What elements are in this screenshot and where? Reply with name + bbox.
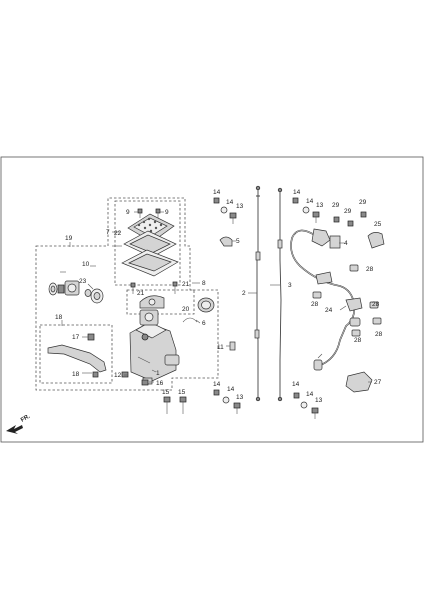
group-box-21 bbox=[126, 289, 195, 315]
callout-18b: 18 bbox=[72, 371, 80, 378]
callout-6: 6 bbox=[202, 320, 206, 327]
callout-29-right: 29 bbox=[359, 199, 367, 206]
callout-17: 17 bbox=[72, 334, 80, 341]
callout-22: 22 bbox=[114, 230, 122, 237]
callout-4: 4 bbox=[344, 240, 348, 247]
bolt-stack-lower-left bbox=[213, 389, 241, 414]
callout-labels: 19 10 23 18 17 18 7 22 9 9 21 21 8 20 6 … bbox=[55, 189, 383, 404]
piston-kit bbox=[48, 271, 104, 304]
callout-14-lr: 14 bbox=[292, 381, 300, 388]
callout-28-a: 28 bbox=[366, 266, 374, 273]
fr-label: FR. bbox=[20, 414, 32, 424]
callout-25: 25 bbox=[374, 221, 382, 228]
callout-14-ul: 14 bbox=[213, 189, 221, 196]
callout-12: 12 bbox=[114, 372, 122, 379]
leader-lines bbox=[61, 211, 372, 383]
fr-arrow-icon: FR. bbox=[6, 414, 32, 434]
clips-28 bbox=[312, 264, 382, 337]
callout-23: 23 bbox=[79, 278, 87, 285]
bracket-27 bbox=[345, 371, 373, 393]
callout-20: 20 bbox=[182, 306, 190, 313]
bolt-stack-upper-left bbox=[213, 197, 237, 224]
reservoir-cap-assembly bbox=[121, 208, 179, 277]
callout-2: 2 bbox=[242, 290, 246, 297]
screws-29 bbox=[333, 211, 367, 227]
callout-13-ll: 13 bbox=[236, 394, 244, 401]
callout-24: 24 bbox=[325, 307, 333, 314]
callout-28-e: 28 bbox=[354, 337, 362, 344]
callout-29-mid: 29 bbox=[344, 208, 352, 215]
clip-5 bbox=[219, 236, 233, 247]
callout-14-ur: 14 bbox=[293, 189, 301, 196]
callout-9-right: 9 bbox=[165, 209, 169, 216]
callout-29-left: 29 bbox=[332, 202, 340, 209]
callout-14-ur2: 14 bbox=[306, 198, 314, 205]
brake-lever bbox=[47, 333, 107, 378]
callout-9-left: 9 bbox=[126, 209, 130, 216]
callout-28-c: 28 bbox=[372, 301, 380, 308]
callout-21-right: 21 bbox=[182, 281, 190, 288]
callout-28-d: 28 bbox=[375, 331, 383, 338]
part-11 bbox=[229, 341, 236, 351]
bolt-stack-upper-right bbox=[292, 197, 320, 223]
callout-14-lr2: 14 bbox=[306, 391, 314, 398]
callout-11: 11 bbox=[217, 344, 224, 351]
callout-13-ul: 13 bbox=[236, 203, 244, 210]
callout-15-left: 15 bbox=[162, 389, 170, 396]
callout-18: 18 bbox=[55, 314, 63, 321]
fitting-6 bbox=[315, 271, 333, 285]
callout-8: 8 bbox=[202, 280, 206, 287]
callout-19: 19 bbox=[65, 235, 73, 242]
callout-16: 16 bbox=[156, 380, 164, 387]
callout-10: 10 bbox=[82, 261, 90, 268]
callout-28-b: 28 bbox=[311, 301, 319, 308]
callout-14-ll: 14 bbox=[213, 381, 221, 388]
callout-21-left: 21 bbox=[137, 290, 145, 297]
brake-cable-2 bbox=[254, 185, 261, 402]
brake-hose bbox=[290, 228, 361, 371]
group-box-7 bbox=[114, 200, 181, 286]
bolts-15 bbox=[163, 396, 187, 414]
callout-13-lr: 13 bbox=[315, 397, 323, 404]
callout-1: 1 bbox=[156, 370, 160, 377]
callout-5: 5 bbox=[236, 238, 240, 245]
callout-3: 3 bbox=[288, 282, 292, 289]
handlebar-clamp bbox=[130, 281, 178, 309]
master-cylinder bbox=[121, 309, 180, 385]
dust-boot bbox=[182, 297, 215, 323]
group-box-18 bbox=[39, 324, 113, 384]
bolt-stack-lower-right bbox=[293, 392, 319, 419]
fitting-25 bbox=[367, 232, 385, 249]
callout-13-ur: 13 bbox=[316, 202, 324, 209]
brake-cable-3 bbox=[277, 187, 283, 402]
diagram-frame bbox=[0, 156, 424, 443]
callout-14-ul2: 14 bbox=[226, 199, 234, 206]
callout-15-right: 15 bbox=[178, 389, 186, 396]
bolt-16 bbox=[141, 379, 149, 386]
connector-24 bbox=[345, 297, 363, 312]
callout-7: 7 bbox=[106, 229, 110, 236]
callout-27: 27 bbox=[374, 379, 382, 386]
callout-14-ll2: 14 bbox=[227, 386, 235, 393]
